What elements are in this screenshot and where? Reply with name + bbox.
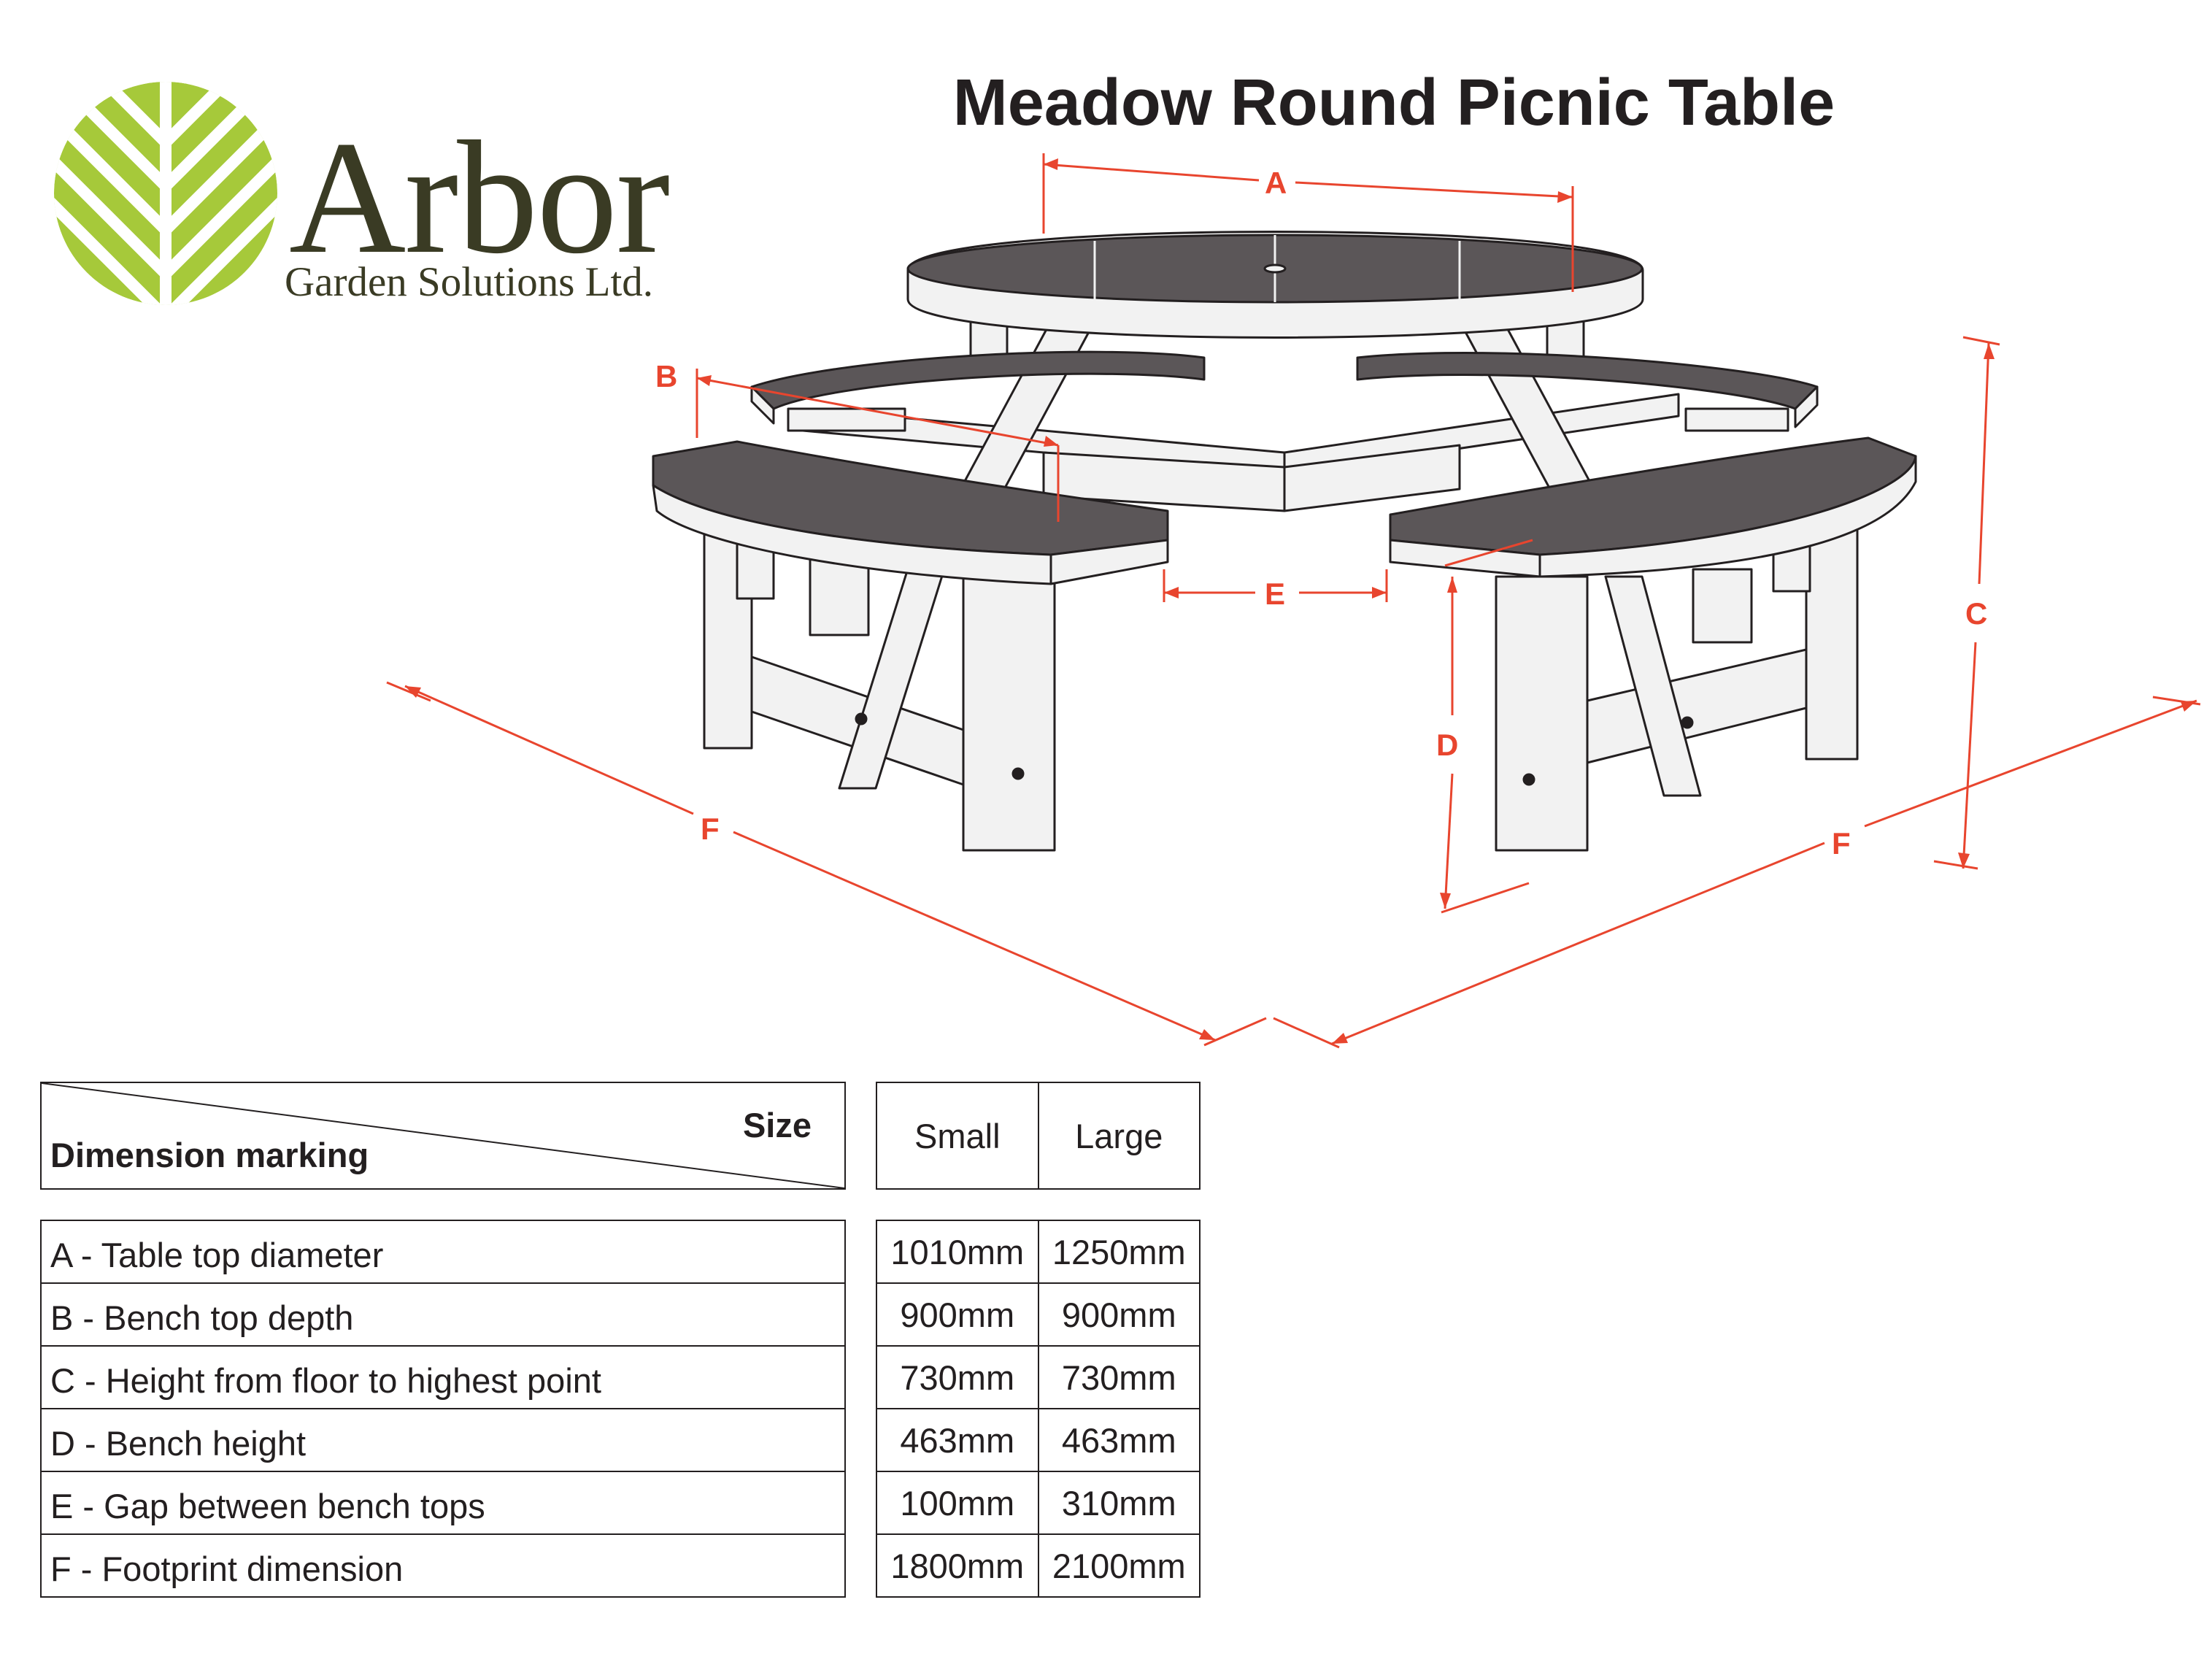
dimension-label-b: B - Bench top depth bbox=[42, 1282, 844, 1345]
value-d-small: 463mm bbox=[900, 1420, 1015, 1460]
value-f-large: 2100mm bbox=[1037, 1535, 1200, 1596]
marker-d: D bbox=[1436, 728, 1458, 762]
dimension-label-f: F - Footprint dimension bbox=[42, 1533, 844, 1596]
marker-e: E bbox=[1265, 577, 1285, 611]
dimension-marking-label: Dimension marking bbox=[50, 1136, 369, 1174]
value-b-small: 900mm bbox=[900, 1295, 1015, 1334]
table-row: 730mm 730mm bbox=[877, 1345, 1199, 1408]
dimension-label-c: C - Height from floor to highest point bbox=[42, 1345, 844, 1408]
dimension-values: 1010mm 1250mm 900mm 900mm 730mm 730mm 46… bbox=[876, 1220, 1201, 1598]
marker-c: C bbox=[1965, 596, 1987, 631]
value-d-large: 463mm bbox=[1037, 1409, 1200, 1471]
dimension-labels: A - Table top diameter B - Bench top dep… bbox=[40, 1220, 846, 1598]
dimension-label-a: A - Table top diameter bbox=[50, 1236, 384, 1274]
size-columns-header: Small Large bbox=[876, 1082, 1201, 1190]
value-c-small: 730mm bbox=[900, 1358, 1015, 1397]
dimension-table-header: Size Dimension marking bbox=[40, 1082, 846, 1190]
dimension-markers: A B C D E F F bbox=[655, 166, 1987, 861]
table-row: 100mm 310mm bbox=[877, 1471, 1199, 1533]
value-e-large: 310mm bbox=[1037, 1472, 1200, 1533]
value-b-large: 900mm bbox=[1037, 1284, 1200, 1345]
dimension-label-e: E - Gap between bench tops bbox=[42, 1471, 844, 1533]
column-large: Large bbox=[1037, 1083, 1200, 1188]
value-a-large: 1250mm bbox=[1037, 1221, 1200, 1282]
brand-subtitle: Garden Solutions Ltd. bbox=[285, 259, 654, 305]
size-label: Size bbox=[742, 1106, 812, 1144]
dimension-label-d: D - Bench height bbox=[42, 1408, 844, 1471]
marker-f-right: F bbox=[1832, 826, 1851, 861]
table-row: 900mm 900mm bbox=[877, 1282, 1199, 1345]
table-illustration bbox=[652, 231, 1917, 852]
value-c-large: 730mm bbox=[1037, 1347, 1200, 1408]
table-row: 1010mm 1250mm bbox=[877, 1221, 1199, 1282]
brand-name: Arbor bbox=[289, 108, 670, 288]
marker-b: B bbox=[655, 359, 677, 393]
value-a-small: 1010mm bbox=[890, 1232, 1025, 1271]
table-row: 463mm 463mm bbox=[877, 1408, 1199, 1471]
header-diagonal-divider bbox=[42, 1083, 844, 1188]
marker-a: A bbox=[1265, 166, 1287, 200]
dimension-lines bbox=[386, 153, 2201, 1049]
dimension-arrowheads bbox=[405, 158, 2197, 1044]
column-small: Small bbox=[914, 1116, 1001, 1155]
leaf-icon bbox=[54, 82, 277, 305]
page-title: Meadow Round Picnic Table bbox=[952, 66, 1835, 139]
value-e-small: 100mm bbox=[900, 1483, 1015, 1523]
table-row: 1800mm 2100mm bbox=[877, 1533, 1199, 1596]
picnic-table-diagram: A B C D E F F bbox=[386, 153, 2201, 1049]
value-f-small: 1800mm bbox=[890, 1546, 1025, 1585]
marker-f-left: F bbox=[701, 812, 720, 846]
